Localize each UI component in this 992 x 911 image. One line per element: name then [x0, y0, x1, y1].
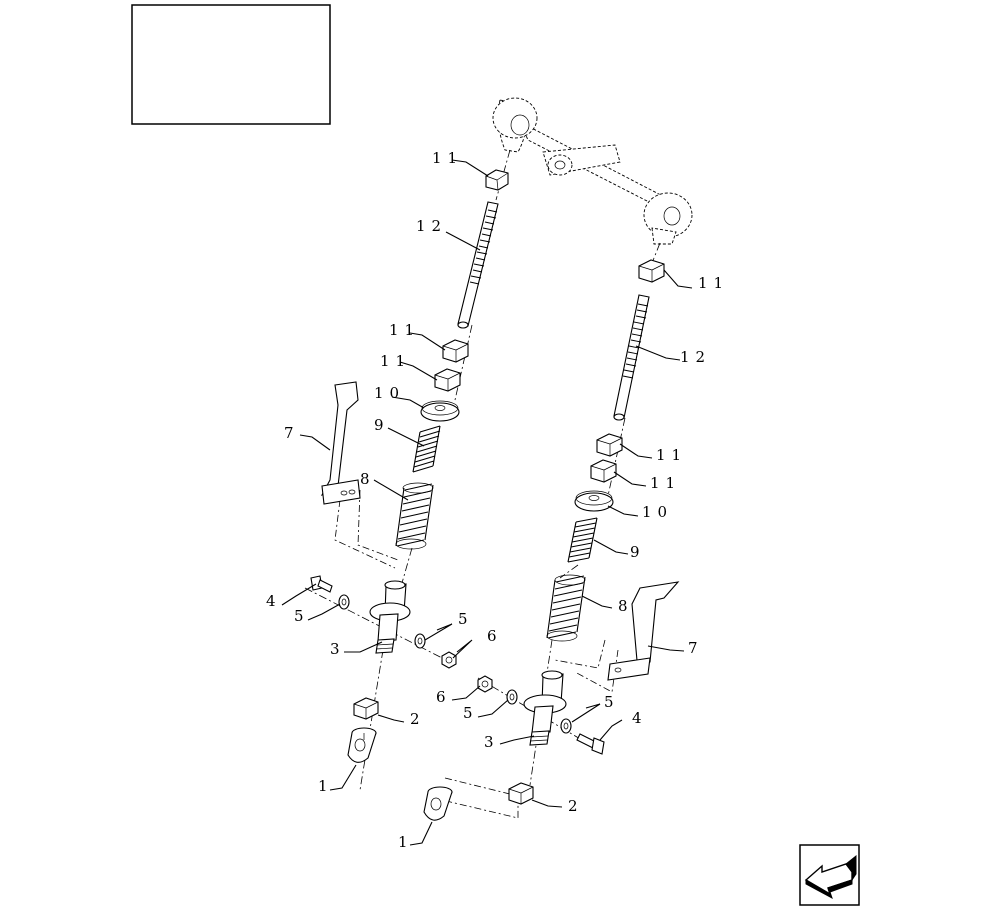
- left-spring-9: [412, 425, 441, 473]
- left-bracket-7: [320, 381, 361, 505]
- callout-right-6: 6: [436, 688, 452, 706]
- left-washer-5a: [338, 594, 350, 610]
- right-nut-11-mid-a: [596, 433, 623, 457]
- callout-left-7: 7: [284, 424, 300, 442]
- callout-left-11-mid-b: 11: [380, 352, 411, 370]
- callout-left-11-mid-a: 11: [389, 321, 420, 339]
- callout-right-5b: 5: [604, 693, 620, 711]
- callout-right-11-mid-b: 11: [650, 474, 681, 492]
- left-nut-11-mid-a: [442, 339, 469, 363]
- callout-right-9: 9: [630, 543, 646, 561]
- right-threaded-rod-12: [613, 294, 650, 421]
- callout-right-8: 8: [618, 597, 634, 615]
- callout-left-10: 10: [374, 384, 405, 402]
- callout-right-11-top: 11: [698, 274, 729, 292]
- right-spring-9: [567, 517, 598, 563]
- right-nut-11-top: [638, 259, 665, 283]
- right-spring-8: [546, 574, 586, 642]
- callout-right-12: 12: [680, 348, 711, 366]
- right-nut-11-mid-b: [590, 459, 617, 483]
- left-washer-10: [420, 400, 460, 422]
- right-bracket-7: [607, 581, 680, 681]
- callout-left-12: 12: [416, 217, 447, 235]
- callout-left-4: 4: [266, 592, 282, 610]
- left-threaded-rod-12: [457, 201, 499, 329]
- left-bolt-4: [310, 575, 333, 593]
- callout-left-11-top: 11: [432, 149, 463, 167]
- callout-right-3: 3: [484, 733, 500, 751]
- left-nut-2: [353, 697, 379, 720]
- callout-right-5a: 5: [463, 704, 479, 722]
- right-bolt-4: [576, 733, 605, 755]
- callout-left-9: 9: [374, 416, 390, 434]
- callout-left-1: 1: [318, 777, 334, 795]
- left-pivot-3: [369, 580, 411, 654]
- left-spring-8: [395, 482, 434, 550]
- callout-right-2: 2: [568, 797, 584, 815]
- callout-right-7: 7: [688, 639, 704, 657]
- right-nut-6: [477, 675, 493, 693]
- right-washer-5a: [506, 689, 518, 705]
- callout-left-6: 6: [487, 627, 503, 645]
- callout-right-4: 4: [632, 709, 648, 727]
- right-pivot-3: [523, 670, 567, 746]
- right-nut-2: [508, 782, 534, 805]
- callout-left-8: 8: [360, 470, 376, 488]
- left-nut-6: [441, 651, 457, 669]
- callout-left-5a: 5: [294, 607, 310, 625]
- callout-right-11-mid-a: 11: [656, 446, 687, 464]
- left-nut-11-top: [485, 169, 509, 191]
- leader-lines: [281, 159, 693, 846]
- left-nut-11-mid-b: [434, 368, 461, 392]
- callout-left-2: 2: [410, 710, 426, 728]
- previous-page-arrow-icon: [804, 854, 857, 900]
- right-washer-5b: [560, 718, 572, 734]
- left-washer-5b: [414, 633, 426, 649]
- left-clevis-1: [347, 727, 377, 763]
- previous-page-button[interactable]: [799, 844, 860, 906]
- callout-right-1: 1: [398, 833, 414, 851]
- left-assembly: [310, 169, 509, 763]
- callout-left-5b: 5: [458, 610, 474, 628]
- title-block: [131, 4, 331, 125]
- callout-right-10: 10: [642, 503, 673, 521]
- callout-labels: 11 12 11 11 10 9 8 7 4 5 5 6 3 2 1 11 12…: [266, 149, 729, 851]
- cross-shaft-assembly: [492, 97, 693, 245]
- right-clevis-1: [423, 786, 453, 821]
- callout-left-3: 3: [330, 640, 346, 658]
- right-washer-10: [574, 490, 614, 512]
